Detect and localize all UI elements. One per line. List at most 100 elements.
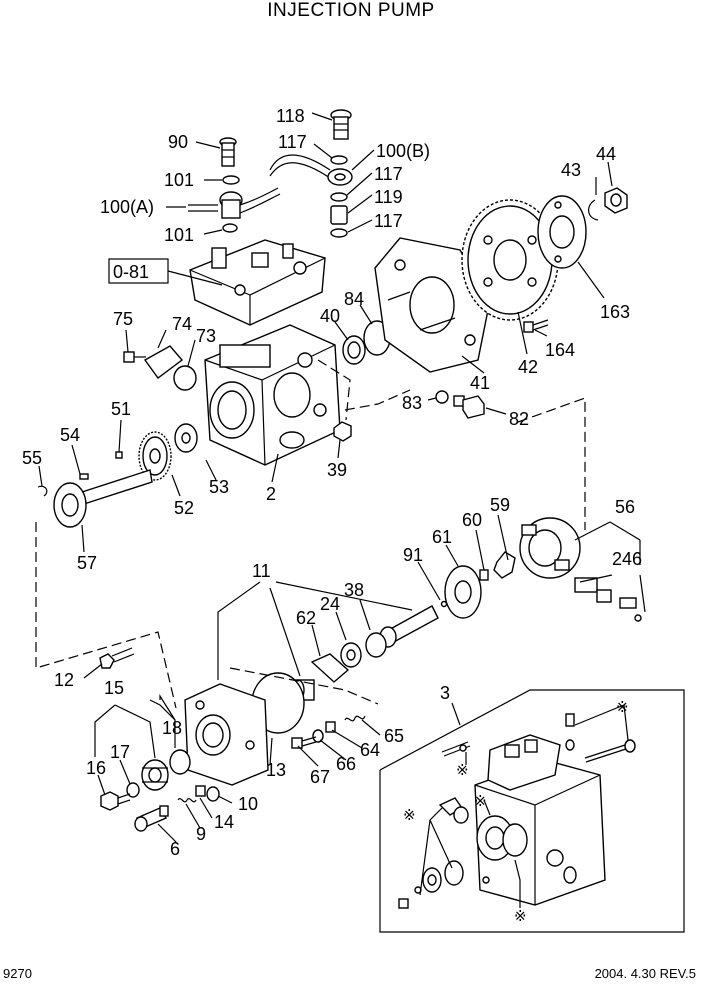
callout-100a: 100(A) [100,197,154,217]
callout-90: 90 [168,132,188,152]
revision-date: 2004. 4.30 REV.5 [594,966,696,981]
part-16-bolt [100,791,131,811]
part-42-gear [461,199,559,321]
part-163-hub [537,195,587,269]
part-10-washer [206,786,220,802]
callout-65: 65 [384,726,404,746]
part-43-lock-washer [588,199,599,221]
callout-6: 6 [170,839,180,859]
callout-2: 2 [266,484,276,504]
part-75-bolt [123,351,146,363]
callout-14: 14 [214,812,234,832]
callout-118: 118 [276,106,305,126]
kit-mark: ※ [616,699,629,716]
part-100a-pipe [188,187,281,219]
callout-61: 61 [432,527,452,547]
part-53-washer [174,423,198,453]
part-40-bearing [342,335,366,365]
part-54-key [79,473,89,480]
kit-mark: ※ [403,807,416,824]
kit-box-3-outline [379,689,685,933]
callout-40: 40 [320,306,340,326]
part-41-flange [374,237,491,373]
callout-100b: 100(B) [376,141,430,161]
part-82-plug [453,395,485,419]
callout-164: 164 [545,340,575,360]
part-66-washer [312,729,324,743]
part-17-washer [126,782,140,798]
part-3-pump-assembly [398,713,636,909]
callout-66: 66 [336,754,356,774]
callout-246: 246 [612,549,642,569]
part-56-coupling [519,517,581,579]
callout-51: 51 [111,399,131,419]
callout-60: 60 [462,510,482,530]
callout-3: 3 [440,683,450,703]
part-6-valve [134,805,169,832]
callout-57: 57 [77,553,97,573]
part-90-bolt [219,137,237,167]
part-83-o-ring [435,390,449,404]
callout-101-b: 101 [164,225,194,245]
part-0-81-governor-cover [189,239,326,326]
part-57-drive-shaft [53,469,153,528]
part-18-cover-block [184,683,269,786]
part-shapes [37,109,642,909]
part-12-bolt [99,647,135,669]
part-38-washer [365,632,387,658]
callout-74: 74 [172,314,192,334]
callout-42: 42 [518,357,538,377]
callout-41: 41 [470,373,490,393]
part-117-washer-c [330,228,348,238]
part-59-damper [493,551,516,579]
kit-mark: ※ [456,762,469,779]
callout-54: 54 [60,425,80,445]
part-101-washer-a [222,175,240,185]
page-number: 9270 [3,966,32,981]
page-title: INJECTION PUMP [267,0,435,21]
callout-163: 163 [600,302,630,322]
callout-numbers: 118 90 117 100(B) 101 117 100(A) 119 117… [22,106,642,859]
callout-43: 43 [561,160,581,180]
callout-62: 62 [296,608,316,628]
callout-38: 38 [344,580,364,600]
part-100b-pipe [269,154,353,186]
callout-64: 64 [360,740,380,760]
callout-117-a: 117 [278,132,307,152]
callout-117-c: 117 [374,211,403,231]
part-117-washer-a [330,155,348,165]
callout-24: 24 [320,594,340,614]
callout-75: 75 [113,309,133,329]
part-61-drive-plate [444,565,482,619]
callout-117-b: 117 [374,164,403,184]
kit-marks: ※ ※ ※ ※ ※ [403,699,629,925]
part-67-bolt [291,736,317,749]
callout-13: 13 [266,760,286,780]
part-24-seal [340,642,362,668]
callout-56: 56 [615,497,635,517]
callout-12: 12 [54,670,74,690]
part-11-shaft [379,605,439,648]
dashed-connection-lines [35,359,586,709]
part-118-bolt [330,109,352,140]
part-117-washer-b [330,192,348,202]
part-60-spacer [479,569,489,581]
ref-box-0-81 [108,258,169,284]
part-18-o-ring [169,749,191,775]
part-2-pump-housing [204,324,341,466]
part-101-washer-b [222,223,238,233]
kit-mark: ※ [514,908,527,925]
part-9-spring [177,798,197,803]
callout-73: 73 [196,326,216,346]
part-246-rollers [574,577,642,622]
callout-53: 53 [209,477,229,497]
callout-119: 119 [374,187,403,207]
part-52-gear [138,431,172,481]
part-62-plate [310,653,350,683]
callout-52: 52 [174,498,194,518]
callout-55: 55 [22,448,42,468]
kit-mark: ※ [474,793,487,810]
part-164-bolt [523,319,549,333]
